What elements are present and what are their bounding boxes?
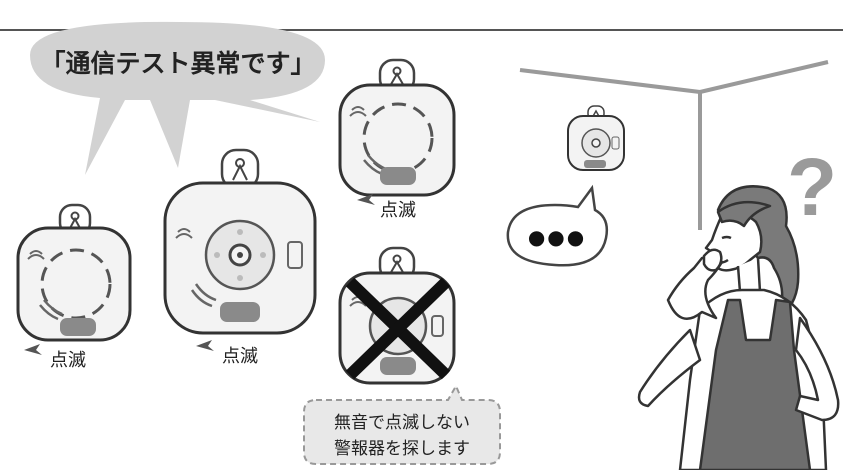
blink-wave-icon bbox=[39, 299, 63, 321]
alarm-test-button[interactable] bbox=[60, 318, 96, 336]
woman-figure bbox=[637, 185, 840, 470]
note-callout: 無音で点滅しない 警報器を探します bbox=[303, 383, 501, 465]
woman-hip-arm bbox=[794, 316, 840, 422]
blink-label-center: 点滅 bbox=[196, 340, 258, 367]
thought-bubble: ●●● bbox=[506, 184, 609, 267]
alarm-body bbox=[338, 83, 456, 197]
flash-arrow-icon bbox=[196, 340, 214, 351]
thought-dots: ●●● bbox=[528, 225, 586, 249]
smoke-alarm-top bbox=[338, 58, 456, 197]
blink-wave-icon bbox=[190, 283, 217, 308]
flash-arrow-icon bbox=[24, 344, 42, 355]
woman-apron bbox=[698, 298, 812, 470]
alarm-side-indicator bbox=[431, 315, 444, 337]
speech-bubble-main-text: 「通信テスト異常です」 bbox=[40, 49, 315, 78]
ceiling-alarm bbox=[567, 105, 625, 171]
note-line-1: 無音で点滅しない bbox=[334, 413, 470, 433]
question-mark: ? bbox=[787, 142, 837, 233]
cross-mark-icon bbox=[345, 277, 451, 380]
alarm-hanger bbox=[220, 148, 260, 190]
sound-wave-icon bbox=[175, 228, 193, 239]
speech-bubble-main: 「通信テスト異常です」 bbox=[30, 21, 325, 175]
blink-label-text: 点滅 bbox=[222, 346, 258, 367]
alarm-test-button[interactable] bbox=[220, 302, 260, 322]
blink-label-top: 点滅 bbox=[357, 194, 416, 221]
alarm-side-indicator bbox=[287, 241, 303, 269]
blink-label-left: 点滅 bbox=[24, 344, 86, 371]
sound-wave-icon bbox=[349, 106, 367, 117]
alarm-test-button[interactable] bbox=[380, 357, 416, 375]
smoke-alarm-center bbox=[163, 148, 317, 335]
smoke-alarm-left bbox=[16, 203, 132, 342]
sound-wave-icon bbox=[27, 250, 45, 260]
blink-label-text: 点滅 bbox=[50, 350, 86, 371]
blink-label-text: 点滅 bbox=[380, 200, 416, 221]
note-line-2: 警報器を探します bbox=[334, 439, 470, 459]
alarm-test-button[interactable] bbox=[380, 167, 416, 185]
smoke-alarm-crossed bbox=[338, 246, 456, 385]
flash-arrow-icon bbox=[357, 194, 375, 205]
room-corner-lines bbox=[519, 60, 829, 230]
